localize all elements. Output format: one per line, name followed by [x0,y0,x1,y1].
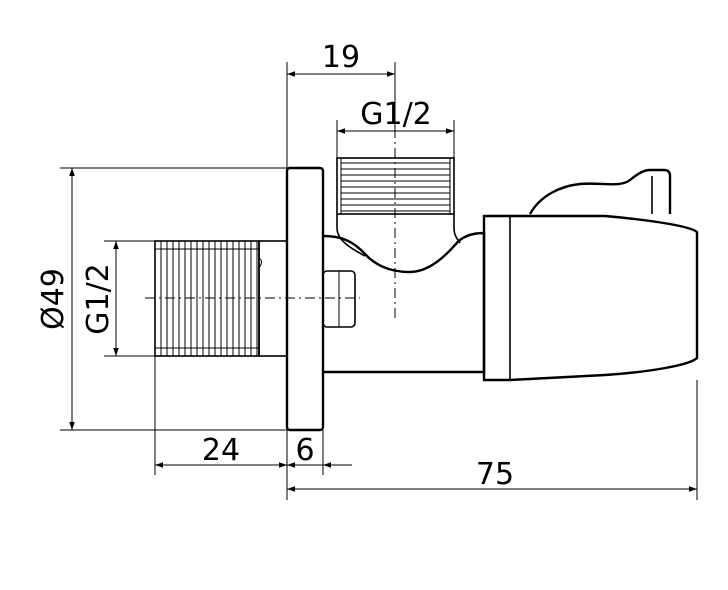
dim-top-width: 19 [322,40,360,75]
dim-overall-length: 75 [476,457,514,492]
dimension-lines [60,62,698,500]
flange-plate [285,166,325,432]
dim-flange-diameter: Ø49 [36,268,71,330]
dim-inlet-length: 24 [202,433,240,468]
valve-body [322,231,486,374]
outlet-thread [336,157,461,257]
handle-lever [528,168,672,215]
dim-top-thread: G1/2 [360,97,432,132]
valve-body-outline [145,128,699,432]
handle-knob [482,214,699,382]
dim-inlet-thread: G1/2 [81,263,116,335]
dim-flange-thickness: 6 [295,433,314,468]
